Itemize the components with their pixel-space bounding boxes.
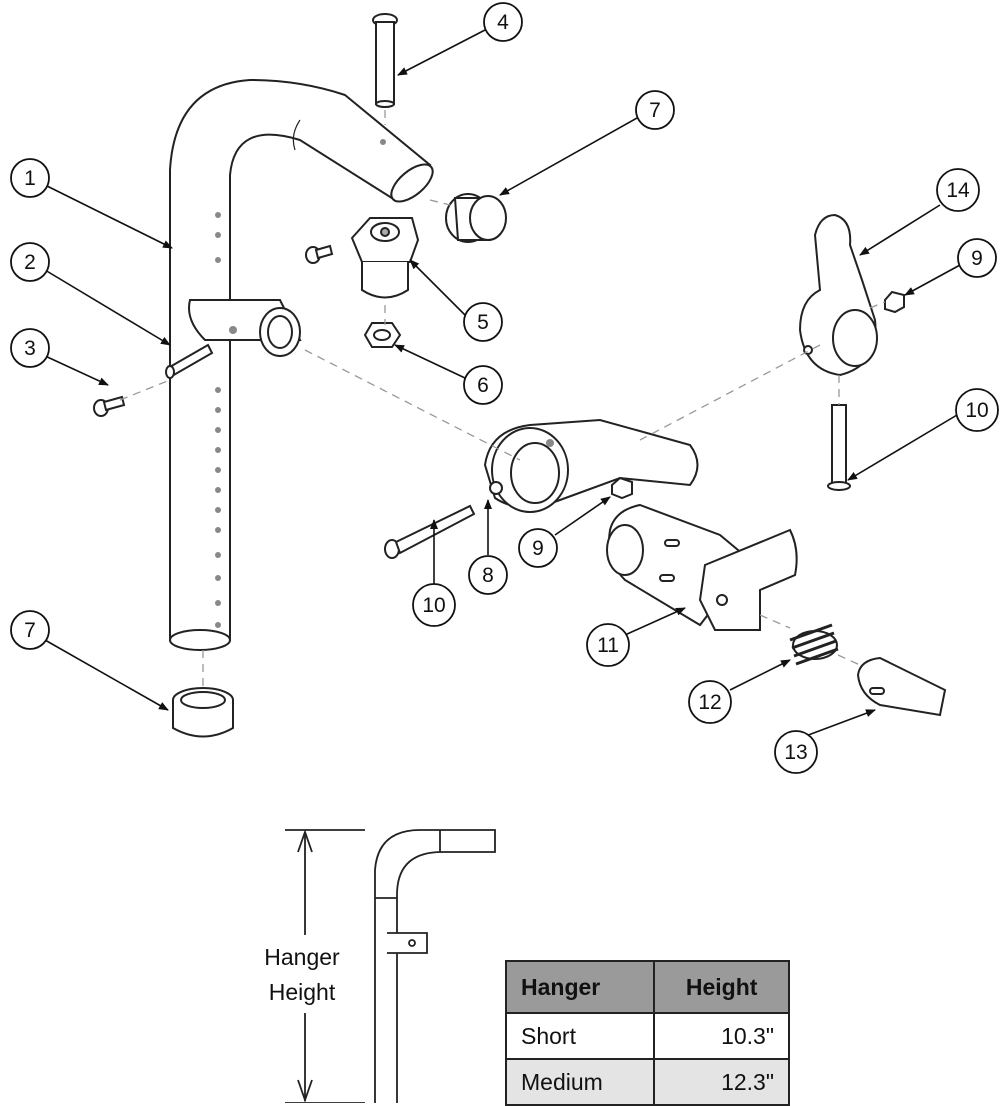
hanger-tube-part (169, 78, 434, 651)
dimension-label-line1: Hanger (264, 944, 340, 970)
nut-part-6 (363, 322, 402, 348)
bolt-part-10-horizontal (384, 504, 476, 559)
callout-9-right: 9 (957, 238, 997, 278)
callout-7-bottom-label: 7 (24, 619, 36, 642)
callout-6-label: 6 (477, 374, 489, 397)
hanger-height-table: Hanger Height Short 10.3" Medium 12.3" (504, 960, 790, 1106)
height-cell: 10.3" (653, 1012, 790, 1060)
callout-11-label: 11 (597, 634, 619, 657)
callout-7-top: 7 (635, 90, 675, 130)
column-header-height: Height (653, 960, 790, 1014)
bolt-part-10-vertical (827, 404, 851, 491)
table-header-row: Hanger Height (504, 960, 790, 1014)
callout-9-center: 9 (518, 528, 558, 568)
callout-9-center-label: 9 (532, 537, 544, 560)
callout-13-label: 13 (784, 741, 807, 764)
callout-3-label: 3 (24, 337, 36, 360)
callout-9-right-label: 9 (971, 247, 983, 270)
callout-5: 5 (463, 302, 503, 342)
pin-part (165, 343, 214, 379)
swivel-block-part-5 (350, 217, 420, 299)
callout-14-label: 14 (946, 179, 970, 202)
leader-arrows (42, 29, 961, 741)
plunger-part-13 (856, 656, 947, 717)
quick-release-clamp-part-8 (483, 418, 699, 513)
callout-10-right-label: 10 (965, 399, 988, 422)
column-header-hanger: Hanger (504, 960, 656, 1014)
spring-part-12 (789, 623, 839, 666)
callout-8-label: 8 (482, 564, 494, 587)
end-cap-part-7-bottom (172, 687, 234, 738)
callout-3: 3 (10, 328, 50, 368)
small-screw-part-top (305, 244, 334, 264)
callout-1-label: 1 (24, 167, 36, 190)
callout-5-label: 5 (477, 311, 489, 334)
callout-4-label: 4 (497, 11, 509, 34)
callout-12-label: 12 (698, 691, 721, 714)
callout-11: 11 (586, 623, 630, 667)
callout-2-label: 2 (24, 251, 36, 274)
callout-12: 12 (688, 680, 732, 724)
callout-8: 8 (468, 555, 508, 595)
callout-14: 14 (936, 168, 980, 212)
receiver-part-11 (606, 503, 798, 631)
callout-10-right: 10 (955, 388, 999, 432)
hanger-cell: Short (504, 1012, 656, 1060)
callout-6: 6 (463, 365, 503, 405)
callout-2: 2 (10, 242, 50, 282)
callout-10-left-label: 10 (422, 594, 445, 617)
upper-clamp-part-14 (798, 213, 878, 377)
callout-4: 4 (483, 2, 523, 42)
adjustment-holes (215, 139, 386, 628)
dimension-label-line2: Height (269, 979, 336, 1005)
callout-10-left: 10 (412, 583, 456, 627)
table-row: Medium 12.3" (504, 1058, 790, 1106)
nut-part-9-right (884, 290, 905, 314)
small-screw-part-3 (93, 395, 126, 417)
callout-7-top-label: 7 (649, 99, 661, 122)
end-cap-part-7-top (445, 193, 507, 243)
nut-part-9-center (611, 476, 633, 500)
table-row: Short 10.3" (504, 1012, 790, 1060)
assembly-lines (119, 110, 886, 690)
hanger-height-dimension-drawing (285, 829, 496, 1103)
callout-13: 13 (774, 730, 818, 774)
callout-7-bottom: 7 (10, 610, 50, 650)
clamp-collar-part (188, 299, 302, 357)
hanger-cell: Medium (504, 1058, 656, 1106)
bolt-part-4 (372, 13, 398, 108)
height-cell: 12.3" (653, 1058, 790, 1106)
callout-1: 1 (10, 158, 50, 198)
